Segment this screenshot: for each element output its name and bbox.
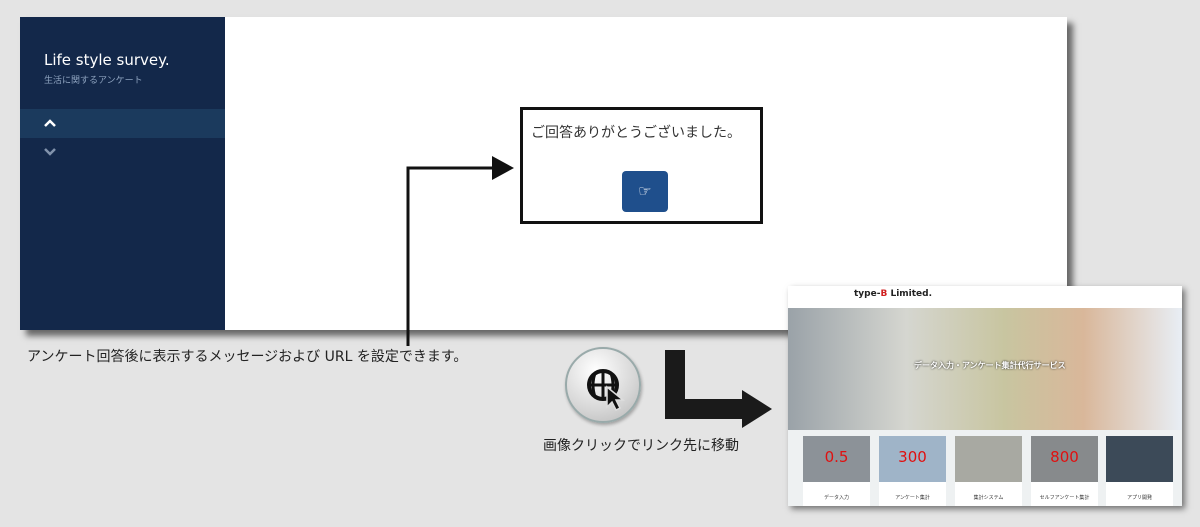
card-image: 800 <box>1031 436 1098 482</box>
globe-cursor-icon <box>587 369 626 412</box>
card-label: セルフアンケート集計 <box>1039 495 1090 501</box>
brand-suffix: Limited. <box>887 289 933 299</box>
sidebar: Life style survey. 生活に関するアンケート <box>20 17 225 330</box>
hero-text: データ入力・アンケート集計代行サービス <box>914 361 1066 370</box>
card-number: 0.5 <box>824 448 849 466</box>
thumbs-up-icon: ☞ <box>638 182 652 200</box>
caption-message-url: アンケート回答後に表示するメッセージおよび URL を設定できます。 <box>27 349 468 365</box>
card-image: 300 <box>879 436 946 482</box>
chevron-up-icon[interactable] <box>20 109 225 138</box>
card-image <box>955 436 1022 482</box>
thank-you-message: ご回答ありがとうございました。 <box>531 125 741 141</box>
service-cards: 0.5 データ入力 300 アンケート集計 集計システム 800 セルフアンケート集計… <box>788 430 1182 506</box>
card-number: 800 <box>1050 448 1079 466</box>
chevron-down-icon[interactable] <box>20 138 225 167</box>
card-label: アンケート集計 <box>895 495 930 501</box>
survey-window: Life style survey. 生活に関するアンケート ご回答ありがとうご… <box>20 17 1067 330</box>
service-card[interactable]: 300 アンケート集計 <box>879 436 946 506</box>
survey-title: Life style survey. <box>44 51 170 69</box>
card-number: 300 <box>898 448 927 466</box>
service-card[interactable]: アプリ開発 <box>1106 436 1173 506</box>
linked-site-thumbnail[interactable]: type-B Limited. データ入力・アンケート集計代行サービス 0.5 デ… <box>788 286 1182 506</box>
link-arrowhead <box>742 390 772 428</box>
pointer-arrowhead <box>492 156 514 180</box>
service-card[interactable]: 集計システム <box>955 436 1022 506</box>
card-image: 0.5 <box>803 436 870 482</box>
thank-you-dialog: ご回答ありがとうございました。 ☞ <box>520 107 763 224</box>
brand-prefix: type- <box>854 289 881 299</box>
service-card[interactable]: 800 セルフアンケート集計 <box>1031 436 1098 506</box>
site-brand: type-B Limited. <box>788 286 1182 308</box>
pointer-arrow-line <box>406 166 498 346</box>
card-label: アプリ開発 <box>1126 495 1152 501</box>
hero-image: データ入力・アンケート集計代行サービス <box>788 308 1182 430</box>
service-card[interactable]: 0.5 データ入力 <box>803 436 870 506</box>
thumbs-up-button[interactable]: ☞ <box>622 171 668 212</box>
globe-link-button[interactable] <box>565 347 641 423</box>
card-image <box>1106 436 1173 482</box>
card-label: データ入力 <box>823 495 849 501</box>
survey-subtitle: 生活に関するアンケート <box>44 76 143 86</box>
brand-mark: B <box>880 289 888 299</box>
card-label: 集計システム <box>973 495 1004 501</box>
caption-click-image: 画像クリックでリンク先に移動 <box>543 438 739 454</box>
link-arrow-line <box>665 350 745 419</box>
